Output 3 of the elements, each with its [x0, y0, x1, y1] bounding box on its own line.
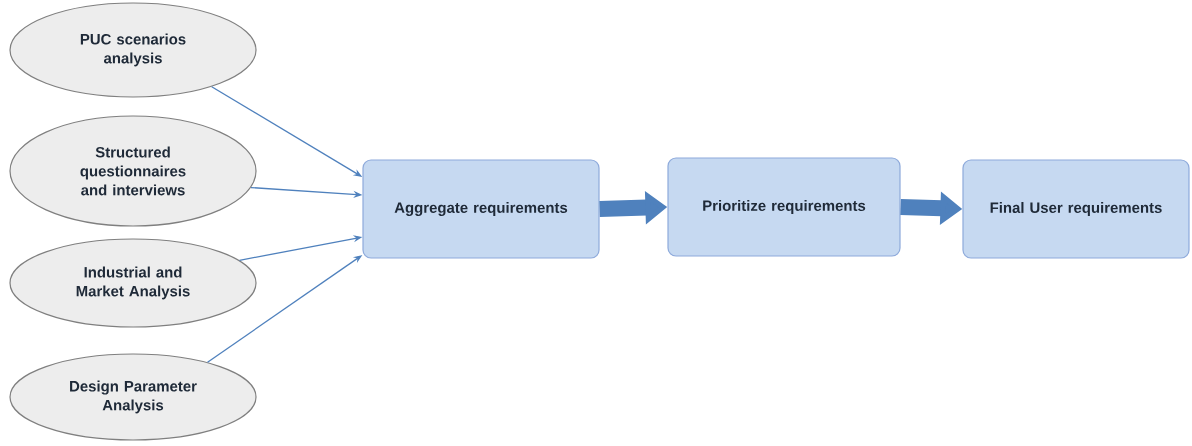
process-box: Aggregate requirements	[362, 159, 600, 259]
process-box: Final User requirements	[962, 159, 1190, 259]
process-box: Prioritize requirements	[667, 157, 901, 257]
